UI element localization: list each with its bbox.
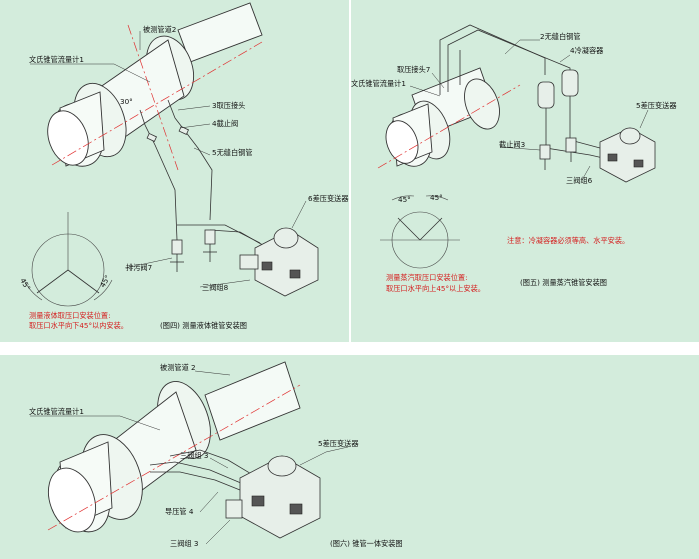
fig6-label-impulse: 导压管 4 [165,507,194,516]
fig5-label-manifold: 三阀组6 [566,176,593,185]
fig6-leaders [30,370,349,545]
fig5-label-angle-right: 45° [430,193,443,202]
fig6-label-manifold: 三阀组 3 [180,451,208,460]
fig5-label-meter: 文氏锥管流量计1 [351,79,406,88]
fig5-note-line1: 测量蒸汽取压口安装位置: [386,273,468,282]
fig4-label-pipe: 被测管道2 [143,25,176,34]
fig5-angle-diagram [380,195,460,269]
fig5-label-valve: 截止阀3 [499,140,525,149]
fig4-label-drain: 排污阀7 [126,263,152,272]
fig4-angle-diagram [23,212,113,307]
fig5-note-line2: 取压口水平向上45°以上安装。 [386,284,485,293]
fig6-label-pipe: 被测管道 2 [160,363,196,372]
fig5-caption: (图五) 测量蒸汽锥管安装图 [520,278,607,287]
fig4-leaders [30,31,307,288]
fig5-pipe-assembly [377,24,656,183]
fig4-label-angle30: 30° [120,97,133,106]
fig4-label-transmitter: 6差压变送器 [308,194,349,203]
fig4-label-manifold: 三阀组8 [202,283,229,292]
fig4-note-line2: 取压口水平向下45°以内安装。 [29,321,128,330]
fig6-label-transmitter: 5差压变送器 [318,439,359,448]
fig6-pipe-assembly [47,361,321,539]
fig6-caption: (图六) 锥管一体安装图 [330,539,403,548]
fig5-label-angle-left: 45° [398,195,411,204]
fig6-label-manifold2: 三阀组 3 [170,539,198,548]
fig4-label-angle-right: 45° [98,273,112,289]
fig4-label-tube: 5无缝白钢管 [212,148,253,157]
fig4-caption: (图四) 测量液体锥管安装图 [160,321,247,330]
fig4-label-tap: 3取压接头 [212,101,245,110]
fig5-label-transmitter: 5差压变送器 [636,101,677,110]
fig5-label-condenser: 4冷凝容器 [570,46,603,55]
fig5-label-tube: 2无缝白钢管 [540,32,581,41]
fig4-note-line1: 测量液体取压口安装位置: [29,311,111,320]
fig5-leaders [409,39,649,181]
fig4-pipe-assembly [47,2,319,297]
fig4-label-valve: 4截止阀 [212,119,238,128]
fig6-label-meter: 文氏锥管流量计1 [29,407,84,416]
fig5-caution: 注意：冷凝容器必须等高、水平安装。 [507,236,629,245]
fig5-label-tap: 取压接头7 [397,65,430,74]
fig4-label-meter: 文氏锥管流量计1 [29,55,84,64]
